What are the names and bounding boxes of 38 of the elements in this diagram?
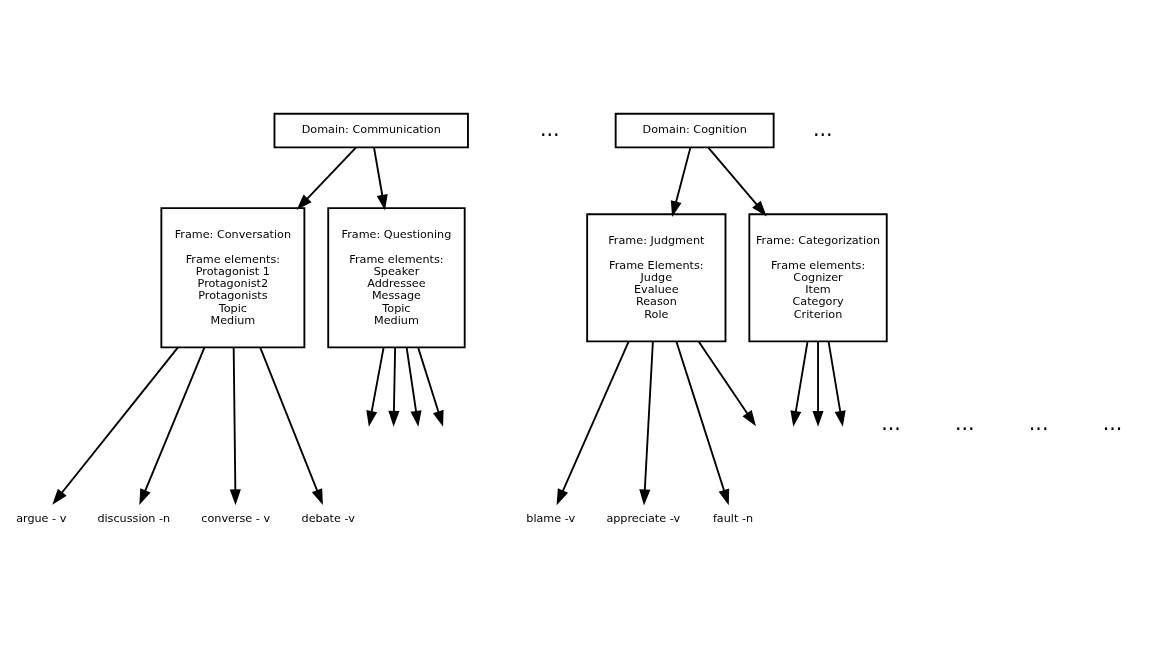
arrow — [417, 346, 444, 427]
arrow — [639, 340, 654, 506]
label: ... — [539, 116, 560, 141]
node-box: Frame: Conversation Frame elements: Protagonist 1 Protagonist2 Protagonists Topic Medium — [160, 207, 306, 349]
node-box: Frame: Categorization Frame elements: Cognizer Item Category Criterion — [748, 213, 888, 343]
arrow — [259, 346, 323, 506]
node-box: Domain: Communication — [273, 112, 469, 149]
node-box: Frame: Judgment Frame Elements: Judge Evaluee Reason Role — [586, 213, 727, 343]
arrow — [52, 346, 179, 505]
label: ... — [1028, 411, 1049, 436]
arrow — [405, 346, 422, 427]
node-text: blame -v — [526, 512, 576, 526]
arrow — [790, 340, 809, 427]
arrow — [373, 146, 388, 211]
arrow — [670, 146, 692, 217]
node-text: appreciate -v — [606, 512, 681, 526]
arrow — [139, 346, 206, 506]
arrow — [556, 340, 630, 506]
node-box: Domain: Cognition — [614, 112, 775, 149]
label: ... — [812, 116, 833, 141]
arrow — [697, 340, 756, 427]
node-box: Frame: Questioning Frame elements: Speaker Addressee Message Topic Medium — [327, 207, 466, 349]
arrow — [675, 340, 730, 506]
arrow — [812, 340, 824, 427]
label: ... — [1102, 411, 1123, 436]
arrow — [229, 346, 241, 506]
arrow — [366, 346, 385, 427]
node-text: fault -n — [712, 512, 754, 526]
label: ... — [955, 411, 975, 436]
arrow — [707, 146, 767, 217]
node-text: argue - v — [16, 512, 67, 526]
arrow — [296, 146, 357, 210]
node-text: discussion -n — [97, 512, 171, 526]
arrow — [388, 346, 400, 427]
arrow — [827, 340, 846, 427]
node-text: converse - v — [201, 512, 271, 526]
label: ... — [881, 411, 901, 436]
node-text: debate -v — [301, 512, 355, 526]
